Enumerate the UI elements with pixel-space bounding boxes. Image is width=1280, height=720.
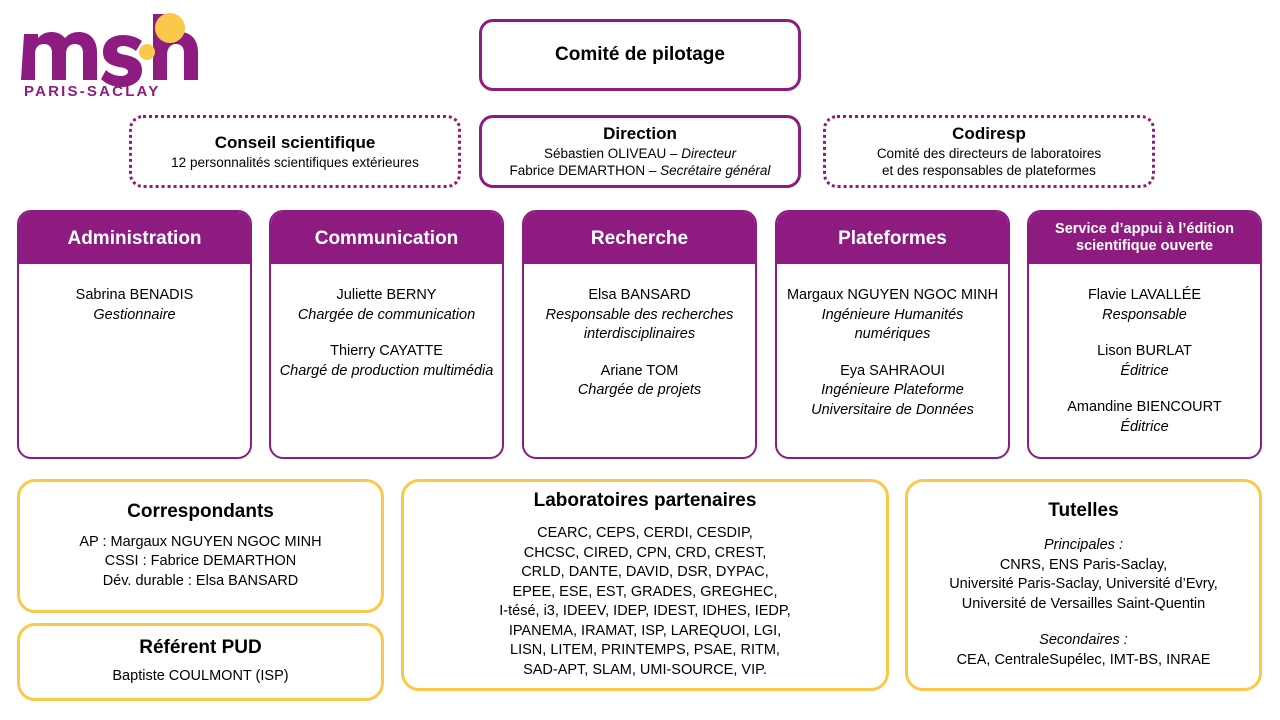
- codiresp-line-2: et des responsables de plateformes: [882, 163, 1096, 178]
- person-role: Responsable des recherches interdiscipli…: [545, 306, 734, 343]
- department-card-service-appui-edition: Service d’appui à l’édition scientifique…: [1027, 210, 1262, 459]
- labos-line-1: CEARC, CEPS, CERDI, CESDIP,: [537, 525, 753, 541]
- labos-line-2: CHCSC, CIRED, CPN, CRD, CREST,: [523, 544, 767, 561]
- tutelles-group-secondaires: Secondaires : CEA, CentraleSupélec, IMT-…: [949, 631, 1218, 670]
- department-body-plateformes: Margaux NGUYEN NGOC MINH Ingénieure Huma…: [777, 264, 1008, 457]
- referent-pud-line-1: Baptiste COULMONT (ISP): [112, 668, 289, 685]
- person-role: Gestionnaire: [93, 306, 176, 323]
- conseil-scientifique-box: Conseil scientifique 12 personnalités sc…: [129, 115, 461, 188]
- person-name: Amandine BIENCOURT: [1067, 399, 1222, 415]
- person-role: Éditrice: [1120, 362, 1169, 379]
- person-entry: Amandine BIENCOURT Éditrice: [1037, 398, 1252, 437]
- codiresp-box: Codiresp Comité des directeurs de labora…: [823, 115, 1155, 188]
- laboratoires-partenaires-list: CEARC, CEPS, CERDI, CESDIP, CHCSC, CIRED…: [499, 524, 790, 680]
- conseil-scientifique-title: Conseil scientifique: [214, 132, 376, 152]
- department-card-plateformes: Plateformes Margaux NGUYEN NGOC MINH Ing…: [775, 210, 1010, 459]
- labos-line-8: SAD-APT, SLAM, UMI-SOURCE, VIP.: [523, 661, 767, 678]
- person-role: Responsable: [1102, 306, 1187, 323]
- logo-artwork: PARIS-SACLAY: [21, 13, 198, 100]
- direction-person-2: Fabrice DEMARTHON – Secrétaire général: [510, 162, 771, 179]
- person-role: Ingénieure Humanités numériques: [821, 306, 964, 343]
- labos-line-6: IPANEMA, IRAMAT, ISP, LAREQUOI, LGI,: [508, 622, 782, 639]
- person-entry: Eya SAHRAOUI Ingénieure Plateforme Unive…: [785, 362, 1000, 421]
- tutelles-title: Tutelles: [1048, 500, 1119, 521]
- person-entry: Lison BURLAT Éditrice: [1037, 342, 1252, 381]
- correspondants-line-2: CSSI : Fabrice DEMARTHON: [104, 553, 297, 570]
- department-body-service-appui-edition: Flavie LAVALLÉE Responsable Lison BURLAT…: [1029, 264, 1260, 457]
- direction-dash-1: –: [670, 146, 682, 161]
- tutelles-secondaires-label: Secondaires :: [1039, 632, 1128, 648]
- department-header-communication: Communication: [271, 212, 502, 264]
- tutelles-group-principales: Principales : CNRS, ENS Paris-Saclay, Un…: [949, 536, 1218, 614]
- labos-line-5: I-tésé, i3, IDEEV, IDEP, IDEST, IDHES, I…: [499, 603, 791, 619]
- laboratoires-partenaires-title: Laboratoires partenaires: [533, 490, 757, 511]
- person-name: Flavie LAVALLÉE: [1087, 287, 1202, 303]
- tutelles-box: Tutelles Principales : CNRS, ENS Paris-S…: [905, 479, 1262, 691]
- department-card-communication: Communication Juliette BERNY Chargée de …: [269, 210, 504, 459]
- correspondants-line-1: AP : Margaux NGUYEN NGOC MINH: [79, 533, 322, 550]
- department-header-plateformes: Plateformes: [777, 212, 1008, 264]
- person-entry: Sabrina BENADIS Gestionnaire: [27, 286, 242, 325]
- direction-person-1-name: Sébastien OLIVEAU: [543, 146, 667, 161]
- direction-person-1-role: Directeur: [681, 146, 737, 161]
- tutelles-principales-label: Principales :: [1044, 537, 1123, 553]
- person-role: Ingénieure Plateforme Universitaire de D…: [811, 382, 974, 418]
- direction-dash-2: –: [648, 163, 661, 178]
- labos-line-4: EPEE, ESE, EST, GRADES, GREGHEC,: [512, 583, 778, 600]
- department-card-administration: Administration Sabrina BENADIS Gestionna…: [17, 210, 252, 459]
- person-name: Juliette BERNY: [336, 287, 437, 303]
- tutelles-groups: Principales : CNRS, ENS Paris-Saclay, Un…: [949, 536, 1218, 670]
- tutelles-principales-line-3: Université de Versailles Saint-Quentin: [961, 595, 1206, 612]
- direction-person-2-name: Fabrice DEMARTHON: [509, 163, 646, 178]
- department-header-recherche: Recherche: [524, 212, 755, 264]
- department-card-recherche: Recherche Elsa BANSARD Responsable des r…: [522, 210, 757, 459]
- person-name: Sabrina BENADIS: [75, 287, 194, 303]
- person-role: Chargé de production multimédia: [279, 362, 494, 379]
- direction-title: Direction: [603, 124, 677, 143]
- department-header-administration: Administration: [19, 212, 250, 264]
- comite-de-pilotage-box: Comité de pilotage: [479, 19, 801, 91]
- person-entry: Elsa BANSARD Responsable des recherches …: [532, 286, 747, 345]
- person-role: Chargée de projets: [577, 382, 702, 398]
- person-role: Éditrice: [1120, 418, 1169, 435]
- direction-person-1: Sébastien OLIVEAU – Directeur: [544, 145, 736, 162]
- person-name: Margaux NGUYEN NGOC MINH: [786, 287, 999, 303]
- person-name: Lison BURLAT: [1097, 343, 1192, 359]
- direction-person-2-role: Secrétaire général: [660, 163, 771, 178]
- person-entry: Ariane TOM Chargée de projets: [532, 362, 747, 401]
- department-body-communication: Juliette BERNY Chargée de communication …: [271, 264, 502, 457]
- comite-de-pilotage-title: Comité de pilotage: [555, 44, 725, 65]
- person-entry: Flavie LAVALLÉE Responsable: [1037, 286, 1252, 325]
- referent-pud-title: Référent PUD: [139, 637, 262, 659]
- department-header-service-appui-edition: Service d’appui à l’édition scientifique…: [1029, 212, 1260, 264]
- tutelles-secondaires-line-1: CEA, CentraleSupélec, IMT-BS, INRAE: [956, 651, 1211, 668]
- tutelles-principales-line-2: Université Paris-Saclay, Université d’Ev…: [949, 576, 1218, 592]
- correspondants-line-3: Dév. durable : Elsa BANSARD: [102, 572, 299, 589]
- codiresp-title: Codiresp: [952, 124, 1026, 143]
- person-entry: Juliette BERNY Chargée de communication: [279, 286, 494, 325]
- tutelles-principales-line-1: CNRS, ENS Paris-Saclay,: [999, 556, 1168, 573]
- msh-paris-saclay-logo: PARIS-SACLAY: [10, 8, 310, 104]
- labos-line-7: LISN, LITEM, PRINTEMPS, PSAE, RITM,: [510, 642, 780, 658]
- person-name: Ariane TOM: [600, 362, 679, 379]
- conseil-scientifique-line-1: 12 personnalités scientifiques extérieur…: [171, 154, 419, 170]
- laboratoires-partenaires-box: Laboratoires partenaires CEARC, CEPS, CE…: [401, 479, 889, 691]
- person-entry: Margaux NGUYEN NGOC MINH Ingénieure Huma…: [785, 286, 1000, 345]
- person-name: Thierry CAYATTE: [330, 343, 443, 359]
- correspondants-box: Correspondants AP : Margaux NGUYEN NGOC …: [17, 479, 384, 613]
- codiresp-line-1: Comité des directeurs de laboratoires: [876, 146, 1102, 161]
- referent-pud-box: Référent PUD Baptiste COULMONT (ISP): [17, 623, 384, 701]
- person-name: Eya SAHRAOUI: [840, 362, 945, 379]
- correspondants-title: Correspondants: [127, 500, 274, 522]
- correspondants-lines: AP : Margaux NGUYEN NGOC MINH CSSI : Fab…: [79, 533, 321, 592]
- department-body-administration: Sabrina BENADIS Gestionnaire: [19, 264, 250, 457]
- svg-text:PARIS-SACLAY: PARIS-SACLAY: [24, 83, 160, 100]
- person-entry: Thierry CAYATTE Chargé de production mul…: [279, 342, 494, 381]
- person-name: Elsa BANSARD: [588, 287, 691, 303]
- direction-box: Direction Sébastien OLIVEAU – Directeur …: [479, 115, 801, 188]
- department-body-recherche: Elsa BANSARD Responsable des recherches …: [524, 264, 755, 457]
- labos-line-3: CRLD, DANTE, DAVID, DSR, DYPAC,: [521, 564, 769, 580]
- person-role: Chargée de communication: [297, 306, 476, 323]
